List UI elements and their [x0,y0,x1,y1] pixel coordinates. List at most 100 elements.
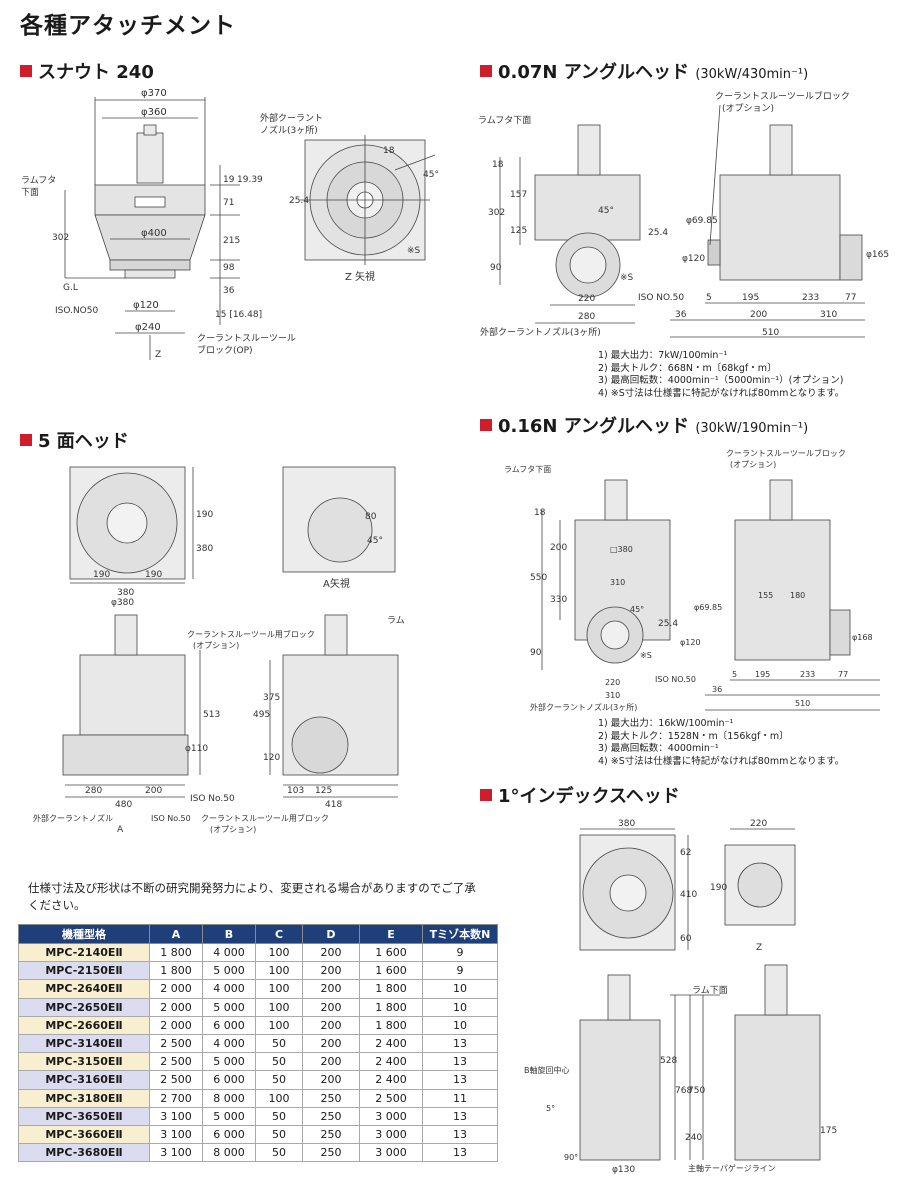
dim-label: φ120 [682,254,705,264]
table-cell: 2 000 [149,997,203,1017]
table-cell: 3 100 [149,1143,203,1163]
angle-head-007-drawing: ラムフタ下面 クーラントスルーツールブロック (オプション) 18 157 30… [478,90,889,338]
table-cell: 2 000 [149,979,203,999]
dim-label: 77 [838,670,848,679]
dim-label: ※S [407,246,421,256]
table-cell: 3 100 [149,1124,203,1145]
model-cell: MPC-2660EⅡ [18,1015,150,1035]
table-cell: 3 000 [359,1106,423,1126]
dim-label: 528 [660,1056,677,1066]
table-cell: 4 000 [202,979,256,999]
table-cell: 5 000 [202,1106,256,1126]
model-cell: MPC-3180EⅡ [18,1088,150,1108]
dim-label: 302 [488,208,505,218]
nozzle-label: 外部クーラントノズル(3ヶ所) [480,326,601,338]
column-header: Tミゾ本数N [422,924,498,944]
dim-label: φ69.85 [694,603,722,612]
table-cell: 1 800 [149,961,203,981]
table-cell: 200 [302,997,360,1017]
table-cell: 2 400 [359,1070,423,1090]
table-cell: 2 500 [149,1070,203,1090]
table-cell: 3 100 [149,1106,203,1126]
dim-label: 220 [578,294,595,304]
table-cell: 13 [422,1052,498,1072]
iso-label: ISO NO.50 [655,675,696,684]
column-header: B [202,924,256,944]
table-cell: 5 000 [202,961,256,981]
table-cell: 100 [255,961,303,981]
table-cell: 8 000 [202,1088,256,1108]
dim-label: 190 [710,883,727,893]
dim-label: 5 [732,670,737,679]
table-cell: 2 500 [359,1088,423,1108]
table-cell: 2 400 [359,1033,423,1054]
dim-label: 125 [315,786,332,796]
ram-face-label: ラムフタ下面 [504,465,551,474]
table-cell: 6 000 [202,1070,256,1090]
snout-240-drawing: φ370 φ360 φ400 φ120 φ240 19 19.39 71 215… [21,88,439,360]
iso-label: ISO.NO50 [55,306,98,316]
dim-label: 90 [490,263,502,273]
note-line: 4) ※S寸法は仕様書に特記がなければ80mmとなります。 [598,387,845,399]
dim-label: φ360 [141,107,167,118]
dim-label: 25.4 [658,619,678,629]
table-cell: 200 [302,1052,360,1072]
ram-face-label: ラム下面 [692,985,728,996]
dim-label: 25.4 [648,228,668,238]
iso-label: ISO NO.50 [638,293,684,303]
index-head-drawing: 380 220 62 410 60 190 Z ラム下面 528 768 750… [524,819,837,1175]
dim-label: φ380 [111,598,134,608]
table-cell: 1 800 [359,979,423,999]
dim-label: 98 [223,263,235,273]
dim-label: 195 [755,670,770,679]
section-five-face-title: 5 面ヘッド [20,427,129,453]
dim-label: 513 [203,710,220,720]
dim-label: 510 [795,699,810,708]
dim-label: 36 [223,286,235,296]
dim-label: φ69.85 [686,216,718,226]
dim-label: 480 [115,800,132,810]
dim-label: 233 [802,293,819,303]
coolant-block-label: クーラントスルーツールブロック [715,90,850,102]
dim-label: 25.4 [289,196,309,206]
red-square-icon [480,65,492,77]
model-cell: MPC-3140EⅡ [18,1033,150,1054]
gl-label: G.L [63,283,78,293]
ram-label: ラム [387,615,405,626]
red-square-icon [20,434,32,446]
table-cell: 11 [422,1088,498,1108]
dim-label: φ110 [185,744,208,754]
coolant-block-label: (オプション) [730,460,776,469]
coolant-block-label: クーラントスルーツール用ブロック [201,813,329,823]
dim-label: 45° [598,206,614,216]
dim-label: 380 [117,588,134,598]
gauge-line-label: 主軸テーパゲージライン [688,1163,776,1173]
table-cell: 250 [302,1106,360,1126]
model-cell: MPC-3660EⅡ [18,1124,150,1145]
table-cell: 8 000 [202,1143,256,1163]
coolant-block-label: (オプション) [193,641,239,650]
nozzle-label: 外部クーラントノズル(3ヶ所) [530,702,637,712]
dim-label: ※S [640,651,652,660]
dim-label: 71 [223,198,234,208]
nozzle-label: ノズル(3ヶ所) [260,124,318,136]
nozzle-label: 外部クーラント [260,112,323,124]
z-arrow-label: Z [756,943,762,953]
a-view-caption: A矢視 [323,577,350,590]
dim-label: φ120 [133,300,159,311]
dim-label: 120 [263,753,280,763]
model-cell: MPC-3650EⅡ [18,1106,150,1126]
section-snout-title: スナウト 240 [20,58,154,84]
dim-label: 310 [820,310,837,320]
dim-label: 380 [618,819,635,829]
note-line: 3) 最高回転数：4000min⁻¹ [598,743,719,754]
table-cell: 4 000 [202,1033,256,1054]
note-line: 1) 最大出力：16kW/100min⁻¹ [598,718,734,729]
dim-label: 190 [196,510,213,520]
dim-label: 200 [750,310,767,320]
coolant-block-label: (オプション) [210,825,256,834]
note-line: 2) 最大トルク：668N・m〔68kgf・m〕 [598,362,777,374]
